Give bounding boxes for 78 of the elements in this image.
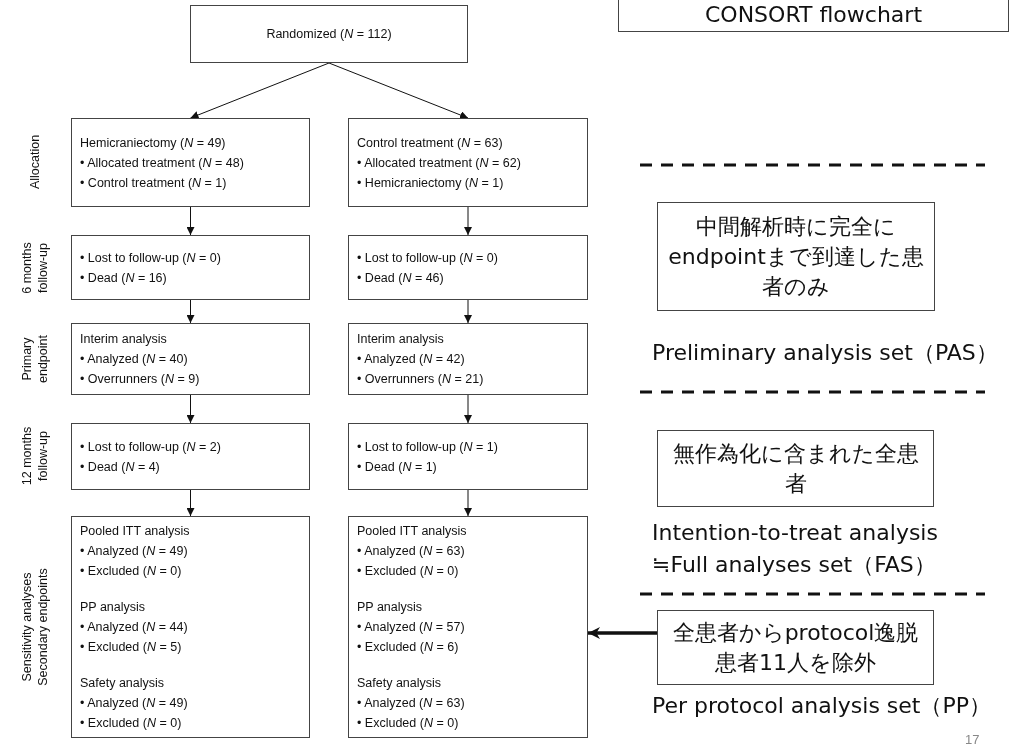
box-text: 中間解析時に完全にendpointまで到達した患者のみ xyxy=(667,212,925,301)
caption-text: Intention-to-treat analysis ≒Full analyses set（FAS） xyxy=(652,519,939,579)
box-text: • Excluded (N = 0) xyxy=(357,715,460,732)
arrow xyxy=(186,299,195,324)
process-box xyxy=(348,516,588,738)
box-text: • Hemicraniectomy (N = 1) xyxy=(357,174,505,192)
box-text: 全患者からprotocol逸脱患者11人を除外 xyxy=(671,618,920,677)
arrow xyxy=(464,206,472,236)
box-text: • Dead (N = 46) xyxy=(357,269,445,287)
box-text: • Analyzed (N = 40) xyxy=(80,351,189,368)
row-label: Allocation xyxy=(27,133,43,192)
box-text: • Allocated treatment (N = 48) xyxy=(80,154,245,172)
box-text: • Analyzed (N = 63) xyxy=(357,543,466,560)
box-text: • Control treatment (N = 1) xyxy=(80,174,228,192)
process-box xyxy=(71,118,310,207)
box-text: • Dead (N = 16) xyxy=(80,269,168,287)
box-text: • Allocated treatment (N = 62) xyxy=(357,154,522,172)
box-text: • Excluded (N = 0) xyxy=(357,563,460,580)
arrow xyxy=(464,394,472,424)
process-box xyxy=(348,235,588,300)
process-box xyxy=(71,516,310,738)
box-text: • Analyzed (N = 42) xyxy=(357,351,466,368)
page-number: 17 xyxy=(965,732,980,747)
note-box xyxy=(657,202,935,311)
box-text: Interim analysis xyxy=(80,331,168,348)
title-box xyxy=(618,0,1009,32)
box-text: • Lost to follow-up (N = 0) xyxy=(357,249,499,267)
arrow xyxy=(190,62,330,119)
row-label: Primary endpoint xyxy=(19,334,51,385)
box-text: • Lost to follow-up (N = 0) xyxy=(80,249,222,267)
box-text: Interim analysis xyxy=(357,331,445,348)
box-text: • Analyzed (N = 57) xyxy=(357,619,466,636)
row-label: Sensitivity analyses Secondary endpoints xyxy=(19,567,51,688)
box-text: Safety analysis xyxy=(80,675,166,692)
arrow xyxy=(464,299,472,324)
process-box xyxy=(71,235,310,300)
box-text: • Excluded (N = 0) xyxy=(80,563,183,580)
box-text: PP analysis xyxy=(357,599,424,616)
box-text: • Lost to follow-up (N = 2) xyxy=(80,438,222,456)
arrow xyxy=(186,489,195,517)
box-text: • Overrunners (N = 21) xyxy=(357,371,485,388)
arrow xyxy=(588,627,657,639)
title-text: CONSORT flowchart xyxy=(704,1,922,29)
process-box xyxy=(348,423,588,490)
arrow xyxy=(186,394,195,424)
box-text: • Excluded (N = 6) xyxy=(357,639,460,656)
arrow xyxy=(328,62,469,119)
box-text: 無作為化に含まれた全患者 xyxy=(671,439,920,498)
box-text: • Analyzed (N = 49) xyxy=(80,543,189,560)
box-text: Safety analysis xyxy=(357,675,443,692)
box-text: • Analyzed (N = 63) xyxy=(357,695,466,712)
box-text: • Analyzed (N = 44) xyxy=(80,619,189,636)
process-box xyxy=(348,118,588,207)
arrow xyxy=(186,206,195,236)
box-text: • Dead (N = 4) xyxy=(80,458,161,476)
box-text: • Lost to follow-up (N = 1) xyxy=(357,438,499,456)
box-text: PP analysis xyxy=(80,599,147,616)
arrow xyxy=(464,489,472,517)
process-box xyxy=(190,5,468,63)
process-box xyxy=(71,423,310,490)
note-box xyxy=(657,430,934,507)
box-text: Pooled ITT analysis xyxy=(80,523,191,540)
note-box xyxy=(657,610,934,685)
box-text: Hemicraniectomy (N = 49) xyxy=(80,134,227,152)
box-text: • Overrunners (N = 9) xyxy=(80,371,201,388)
caption-text: Per protocol analysis set（PP） xyxy=(652,692,991,720)
row-label: 12 months follow-up xyxy=(19,425,51,488)
caption-text: Preliminary analysis set（PAS） xyxy=(652,339,998,367)
box-text: • Dead (N = 1) xyxy=(357,458,438,476)
row-label: 6 months follow-up xyxy=(19,241,51,296)
box-text: Pooled ITT analysis xyxy=(357,523,468,540)
box-text: • Excluded (N = 0) xyxy=(80,715,183,732)
process-box xyxy=(71,323,310,395)
process-box xyxy=(348,323,588,395)
box-text: Randomized (N = 112) xyxy=(266,26,392,43)
box-text: • Analyzed (N = 49) xyxy=(80,695,189,712)
box-text: • Excluded (N = 5) xyxy=(80,639,183,656)
box-text: Control treatment (N = 63) xyxy=(357,134,504,152)
